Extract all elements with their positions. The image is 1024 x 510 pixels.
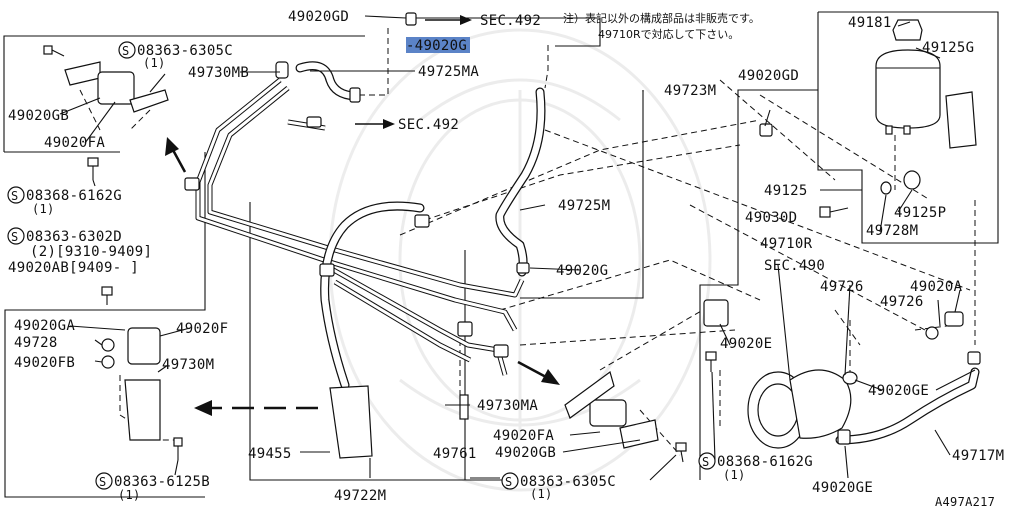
label-49020E[interactable]: 49020E [720,336,772,352]
label-08368-6162G-right: 08368-6162G [717,454,813,470]
callout-08368-6162G-left[interactable]: S 08368-6162G (1) [7,186,122,216]
brackets [64,61,659,459]
s-mark: S [11,230,19,244]
label-49455[interactable]: 49455 [248,446,292,462]
hoses [295,61,980,445]
power-steering-pump [703,299,964,449]
label-49020GD-top[interactable]: 49020GD [288,9,349,25]
qty-08363-6302D: (2)[9310-9409] [30,244,152,260]
label-49728-left[interactable]: 49728 [14,335,58,351]
label-49723M[interactable]: 49723M [664,83,716,99]
qty-08368-6162G-right: (1) [723,468,746,482]
label-49717M[interactable]: 49717M [952,448,1004,464]
label-08363-6125B: 08363-6125B [114,474,210,490]
label-49020FA-left[interactable]: 49020FA [44,135,105,151]
label-49020GE-right[interactable]: 49020GE [868,383,929,399]
label-49020AB[interactable]: 49020AB[9409- ] [8,260,139,276]
note-block: 注）表記以外の構成部品は非販売です。 49710Rで対応して下さい。 [563,11,760,41]
label-49020GD-right[interactable]: 49020GD [738,68,799,84]
callout-08363-6125B[interactable]: S 08363-6125B (1) [95,472,210,502]
label-sec492-mid[interactable]: SEC.492 [398,117,459,133]
label-49730M[interactable]: 49730M [162,357,214,373]
label-49725MA[interactable]: 49725MA [418,64,479,80]
label-49725M[interactable]: 49725M [558,198,610,214]
figure-id: A497A217 [935,495,995,509]
steel-tube-lines [195,78,525,376]
qty-08363-6125B: (1) [118,488,141,502]
label-49020G-mid[interactable]: 49020G [556,263,608,279]
callout-08363-6305C-right[interactable]: S 08363-6305C (1) [501,472,616,501]
label-49728M[interactable]: 49728M [866,223,918,239]
bolts [43,45,849,463]
label-49730MB[interactable]: 49730MB [188,65,249,81]
label-sec492-top[interactable]: SEC.492 [480,13,541,29]
s-mark: S [99,475,107,489]
label-49030D[interactable]: 49030D [745,210,797,226]
label-08363-6302D: 08363-6302D [26,229,122,245]
label-49726-a[interactable]: 49726 [820,279,864,295]
label-sec490[interactable]: SEC.490 [764,258,825,274]
note-line-1: 注）表記以外の構成部品は非販売です。 [563,11,760,25]
label-49710R[interactable]: 49710R [760,236,813,252]
frame-lines [3,11,999,498]
s-mark: S [11,189,19,203]
label-49020A[interactable]: 49020A [910,279,963,295]
highlight-box [406,37,470,53]
part-labels: 49020GD SEC.492 -49020G 49725MA 49723M S… [7,9,1004,509]
s-mark: S [702,455,710,469]
label-49020G-highlight[interactable]: -49020G [406,38,467,54]
s-mark: S [505,475,513,489]
label-49125[interactable]: 49125 [764,183,808,199]
label-49125P[interactable]: 49125P [894,205,946,221]
label-49020GE-bottom[interactable]: 49020GE [812,480,873,496]
label-49020GB-right[interactable]: 49020GB [495,445,556,461]
label-49020GB-left[interactable]: 49020GB [8,108,69,124]
label-49761[interactable]: 49761 [433,446,477,462]
label-49726-b[interactable]: 49726 [880,294,924,310]
note-line-2: 49710Rで対応して下さい。 [598,27,739,41]
qty-08363-6305C-left: (1) [143,56,166,70]
label-49722M[interactable]: 49722M [334,488,386,504]
callout-08368-6162G-right[interactable]: S 08368-6162G (1) [698,452,813,482]
flow-arrows [165,15,560,416]
label-49020FA-right[interactable]: 49020FA [493,428,554,444]
qty-08368-6162G-left: (1) [32,202,55,216]
label-08363-6305C-left: 08363-6305C [137,43,233,59]
label-leaders [59,15,976,481]
hose-clamps [184,12,981,445]
label-49020GA[interactable]: 49020GA [14,318,75,334]
qty-08363-6305C-right: (1) [530,487,553,501]
label-08368-6162G-left: 08368-6162G [26,188,122,204]
label-49020FB[interactable]: 49020FB [14,355,75,371]
callout-08363-6305C-left[interactable]: S 08363-6305C (1) [118,41,233,70]
label-49181[interactable]: 49181 [848,15,892,31]
label-08363-6305C-right: 08363-6305C [520,474,616,490]
dashed-leaders [79,28,976,456]
s-mark: S [122,44,130,58]
label-49020F[interactable]: 49020F [176,321,228,337]
label-49730MA[interactable]: 49730MA [477,398,538,414]
callout-08363-6302D[interactable]: S 08363-6302D (2)[9310-9409] [7,227,152,260]
label-49125G[interactable]: 49125G [922,40,974,56]
